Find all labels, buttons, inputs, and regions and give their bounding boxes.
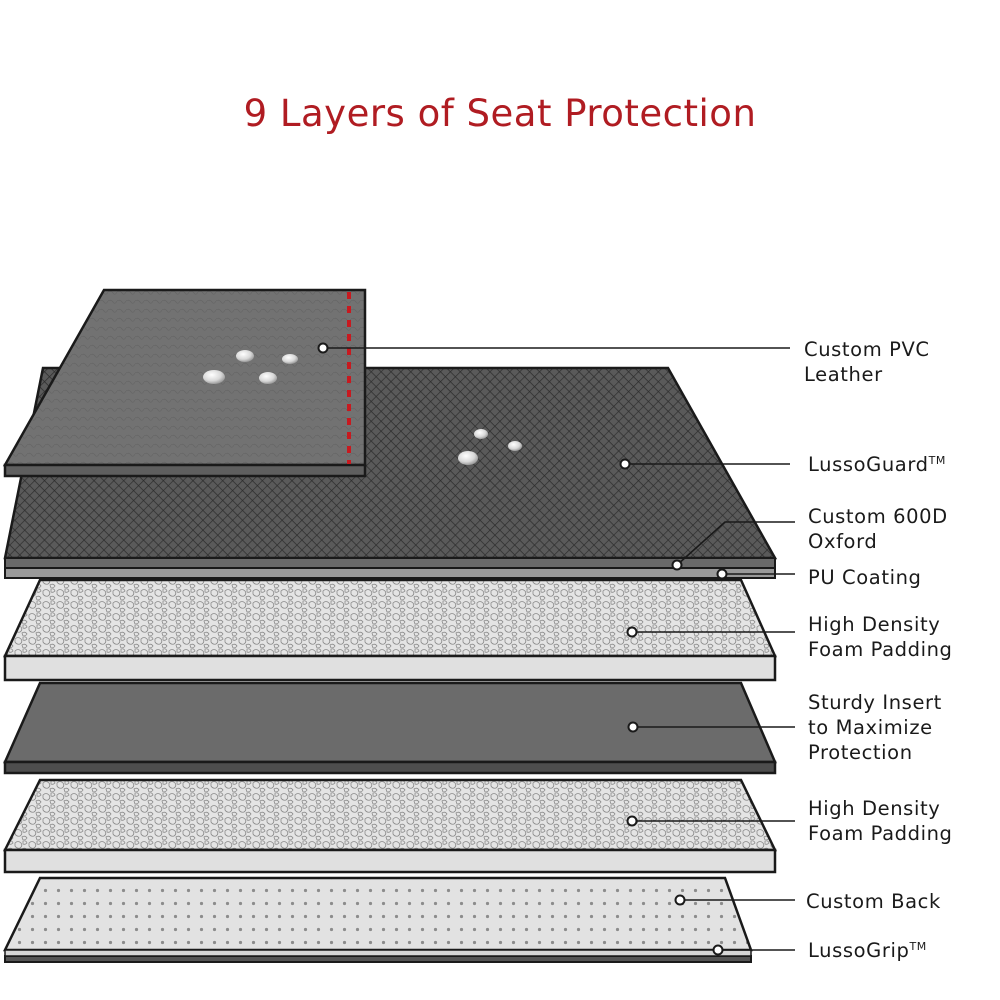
label-pu: PU Coating [808,566,922,589]
label-foam-1-line2: Foam Padding [808,638,953,661]
foam-2-top-face [2,778,777,852]
foam-1-top-face [3,578,777,658]
pvc-edge [3,463,367,478]
label-back: Custom Back [806,890,941,913]
layer-foam-2 [2,778,777,874]
callout-dot-foam-1 [626,626,638,638]
callout-dot-oxford [671,559,683,571]
label-lussogrip: LussoGripTM [808,939,927,962]
label-oxford-line2: Oxford [808,530,877,553]
labels: Custom PVC Leather LussoGuardTM Custom 6… [804,338,953,962]
label-lussogrip-text: LussoGrip [808,939,909,962]
water-droplet [203,370,225,384]
pu-coating-edge [4,567,776,579]
insert-edge [3,760,777,775]
label-foam-2-line1: High Density [808,797,940,820]
leader-lines [323,347,795,951]
layer-lussogrip [3,876,753,963]
label-foam-1-line1: High Density [808,613,940,636]
oxford-edge [4,557,776,569]
water-droplet [474,429,488,439]
foam-2-edge [3,848,777,874]
water-droplet [508,441,522,451]
lussogrip-bottom-edge [4,955,752,963]
insert-top-face [3,681,777,764]
layer-insert [3,681,777,775]
water-droplet [458,451,478,465]
label-lussogrip-mark: TM [908,940,926,953]
water-droplet [282,354,298,364]
callout-points [317,342,728,956]
foam-1-edge [3,654,777,682]
page-title: 9 Layers of Seat Protection [243,92,757,135]
water-droplet [259,372,277,384]
callout-dot-insert [627,721,639,733]
callout-dot-lussoguard [619,458,631,470]
callout-dot-foam-2 [626,815,638,827]
callout-dot-pu [716,568,728,580]
pvc-top-face [2,288,367,467]
label-lussoguard-text: LussoGuard [808,453,929,476]
label-insert-line3: Protection [808,741,913,764]
lussogrip-edge [4,949,752,957]
label-pvc-line1: Custom PVC [804,338,930,361]
label-pvc-line2: Leather [804,363,883,386]
water-droplet [236,350,254,362]
callout-dot-lussogrip [712,944,724,956]
callout-dot-back [674,894,686,906]
lussogrip-top-face [3,876,753,952]
layer-pvc-leather [2,288,367,478]
label-insert-line2: to Maximize [808,716,933,739]
label-lussoguard-mark: TM [928,454,946,467]
callout-dot-pvc [317,342,329,354]
label-foam-2-line2: Foam Padding [808,822,953,845]
label-oxford-line1: Custom 600D [808,505,948,528]
leader-oxford [676,521,795,566]
label-insert-line1: Sturdy Insert [808,691,942,714]
label-lussoguard: LussoGuardTM [808,453,946,476]
layer-foam-1 [3,578,777,682]
